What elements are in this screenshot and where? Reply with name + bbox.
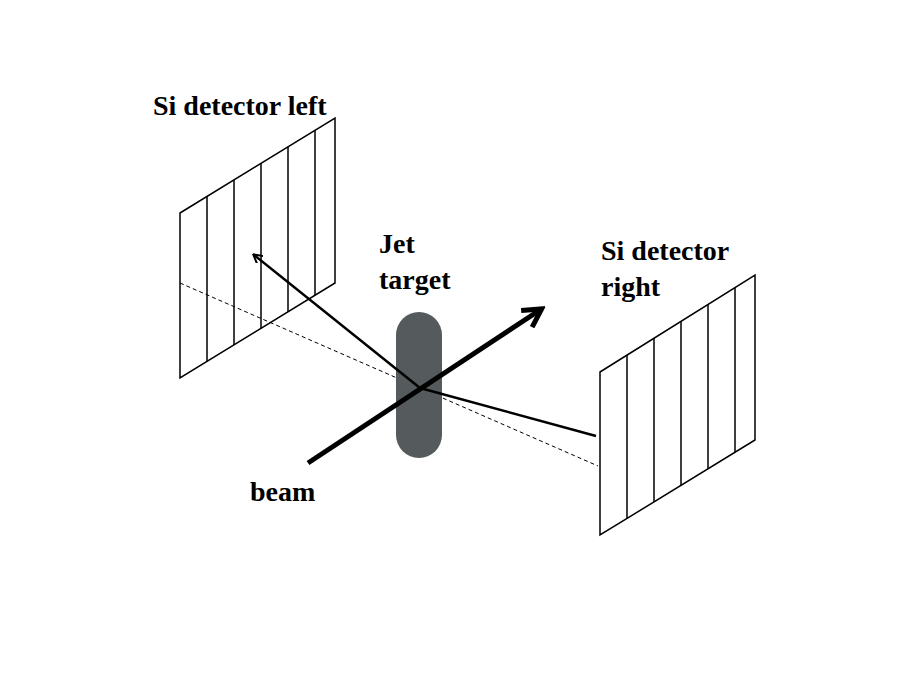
beam-label: beam [250, 474, 370, 510]
target-label: Jet target [379, 226, 479, 298]
scatter-right [420, 388, 596, 436]
dashed-axis [180, 283, 598, 466]
detector-label: Si detector left [153, 88, 333, 124]
detector-label: Si detector right [601, 233, 781, 305]
si-detector-left [180, 118, 335, 378]
jet-target [396, 312, 442, 458]
beam-line [308, 310, 540, 463]
si-detector-right [600, 275, 755, 535]
